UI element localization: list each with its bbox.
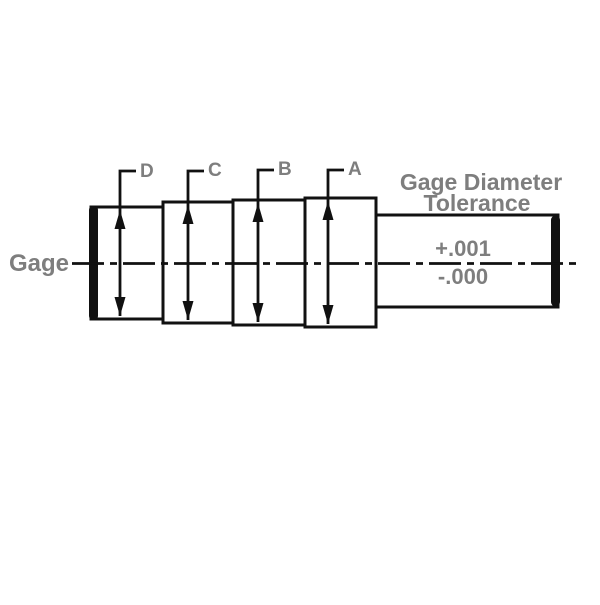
dimension-c: C bbox=[182, 160, 222, 320]
tolerance-minus-value: -.000 bbox=[438, 264, 488, 289]
dimension-a-down-arrow-icon bbox=[322, 305, 334, 324]
dimension-b-leader-line bbox=[256, 168, 274, 322]
dimension-c-leader-line bbox=[186, 169, 204, 320]
gage-axis-label: Gage bbox=[9, 250, 69, 277]
dimension-d-leader-line bbox=[118, 169, 136, 316]
dimension-d-down-arrow-icon bbox=[114, 297, 126, 316]
dimension-c-down-arrow-icon bbox=[182, 301, 194, 320]
dimension-a-leader-line bbox=[326, 168, 344, 324]
tolerance-title-line2: Tolerance bbox=[424, 190, 531, 216]
tolerance-plus-value: +.001 bbox=[435, 236, 491, 261]
dimension-d: D bbox=[114, 161, 154, 316]
tolerance-title-line1: Gage Diameter bbox=[400, 169, 562, 195]
dimension-a: A bbox=[322, 159, 362, 324]
dimension-d-up-arrow-icon bbox=[114, 210, 126, 229]
dimension-b-down-arrow-icon bbox=[252, 303, 264, 322]
dimension-b-up-arrow-icon bbox=[252, 203, 264, 222]
dimension-b: B bbox=[252, 159, 292, 322]
dimension-c-up-arrow-icon bbox=[182, 205, 194, 224]
dimension-b-label: B bbox=[278, 159, 292, 180]
dimension-d-label: D bbox=[140, 161, 154, 182]
dimension-a-label: A bbox=[348, 159, 362, 180]
handle-shaft-rect bbox=[374, 213, 560, 309]
dimension-a-up-arrow-icon bbox=[322, 201, 334, 220]
dimension-c-label: C bbox=[208, 160, 222, 181]
